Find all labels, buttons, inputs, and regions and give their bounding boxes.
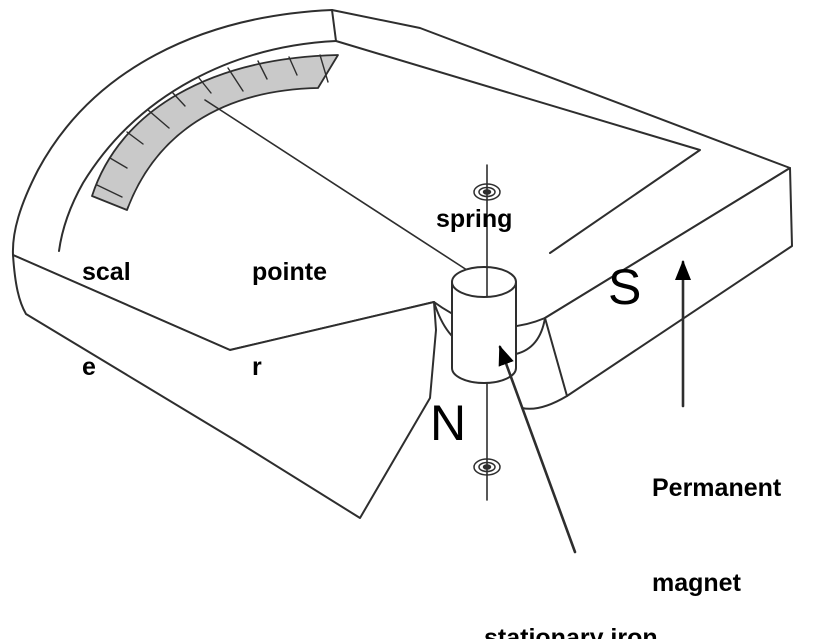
meter-right-face <box>544 167 793 397</box>
scale-tick <box>126 131 144 145</box>
pointer-line <box>204 99 471 273</box>
scale-tick <box>257 60 268 80</box>
permanent-magnet-label-line2: magnet <box>652 568 741 597</box>
spring-spiral-top-icon <box>473 183 501 201</box>
dial-inner-rim <box>58 40 337 252</box>
dial-notch <box>331 9 337 42</box>
spring-label: spring <box>436 141 512 299</box>
iron-core-cylinder-top <box>451 266 517 298</box>
meter-front-face <box>12 254 437 519</box>
south-pole-label: S <box>608 259 642 315</box>
pointer-label-line2: r <box>252 352 262 381</box>
scale-tick <box>288 56 298 76</box>
scale-tick <box>96 184 123 198</box>
scale-label: scal e <box>82 194 131 446</box>
pointer-label-line1: pointe <box>252 258 327 286</box>
scale-tick <box>227 67 244 92</box>
front-bottom-joint <box>521 395 568 410</box>
dial-inner-edge-right <box>335 40 701 254</box>
scale-tick <box>147 109 170 129</box>
iron-core-label: stationary iron core <box>484 560 658 639</box>
permanent-magnet-label-line1: Permanent <box>652 474 782 502</box>
scale-tick <box>171 91 186 107</box>
scale-tick <box>319 54 329 83</box>
scale-ticks <box>96 54 329 198</box>
meter-outline-group <box>11 9 793 554</box>
scale-tick <box>198 77 212 94</box>
iron-core-arrow <box>498 345 577 554</box>
iron-core-label-line1: stationary iron <box>484 624 658 639</box>
permanent-magnet-label: Permanent magnet <box>652 410 781 639</box>
scale-label-line1: scal <box>82 258 131 286</box>
pointer-label: pointe r <box>252 194 327 446</box>
scale-label-line2: e <box>82 352 96 381</box>
spring-label-text: spring <box>436 205 513 233</box>
spring-spiral-bottom-icon <box>473 458 501 476</box>
core-collar-right <box>515 317 546 355</box>
scale-tick <box>109 157 128 169</box>
north-pole-label: N <box>430 395 467 451</box>
